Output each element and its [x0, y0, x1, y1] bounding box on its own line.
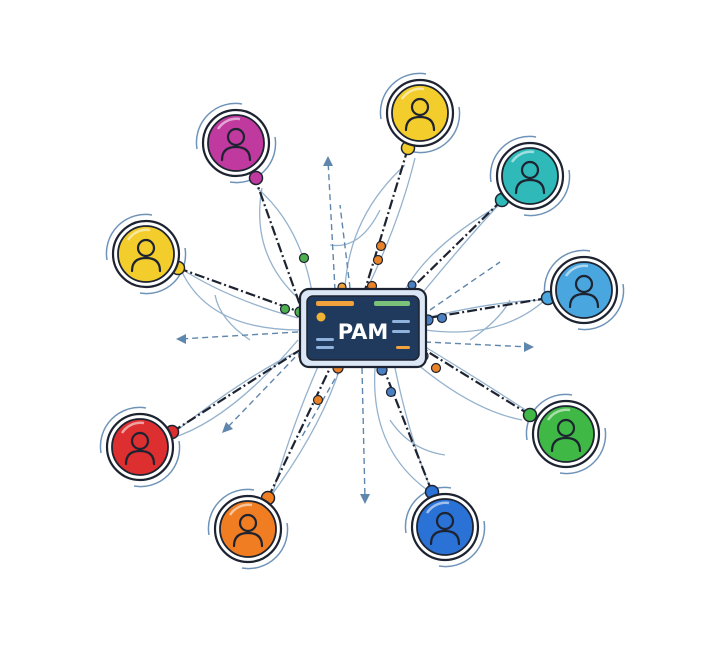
user-disc	[555, 261, 613, 319]
orbit-arc	[229, 136, 277, 184]
user-node-green	[522, 393, 607, 475]
user-disc	[501, 147, 559, 205]
arrow-down-icon	[360, 494, 370, 504]
arrow-downleft-icon	[222, 422, 233, 433]
disc-highlight	[216, 117, 241, 130]
disc-highlight	[400, 87, 425, 100]
orbit-arc	[133, 440, 181, 488]
orbit-arc	[413, 106, 461, 154]
users	[99, 72, 625, 570]
user-node-yellow-top	[379, 72, 461, 156]
radial-lines	[179, 159, 531, 501]
user-icon	[124, 431, 156, 466]
pam-hub: PAM	[298, 287, 428, 369]
user-knob	[522, 407, 538, 423]
hub-bar-blue-right	[392, 320, 410, 323]
orbit-arc	[207, 488, 255, 536]
user-disc	[111, 418, 169, 476]
user-disc	[416, 498, 474, 556]
arrow-left-icon	[176, 334, 186, 344]
user-disc	[391, 84, 449, 142]
hub-bar-blue-right2	[392, 330, 410, 333]
user-icon	[550, 418, 582, 453]
user-disc	[219, 500, 277, 558]
disc-highlight	[510, 150, 535, 163]
disc-highlight	[546, 408, 571, 421]
hub-bar-blue-left2	[316, 346, 334, 349]
user-node-teal	[489, 135, 571, 217]
orbit-arc	[577, 283, 625, 331]
disc-highlight	[120, 421, 145, 434]
user-disc	[537, 405, 595, 463]
user-icon	[568, 274, 600, 309]
user-node-orange	[207, 488, 289, 570]
user-disc	[207, 114, 265, 172]
user-knob	[248, 170, 264, 186]
orbit-arc	[105, 213, 153, 261]
user-node-magenta	[195, 102, 277, 186]
orbit-arc	[438, 520, 486, 568]
orbit-arc	[195, 102, 243, 150]
orbit-arc	[525, 393, 573, 441]
hub-bar-orange	[316, 301, 354, 306]
hub-led-icon	[316, 312, 326, 322]
user-icon	[220, 127, 252, 162]
hub-label: PAM	[338, 320, 389, 344]
orbit-arc	[559, 427, 607, 475]
user-disc	[117, 225, 175, 283]
orbit-arc	[523, 169, 571, 217]
hub-bar-blue-left	[316, 338, 334, 341]
orbit-arc	[379, 72, 427, 120]
orbit-arc	[99, 406, 147, 454]
arrowheads	[176, 156, 534, 504]
arrow-up-icon	[323, 156, 333, 166]
disc-highlight	[425, 501, 450, 514]
disc-highlight	[564, 264, 589, 277]
connectors	[171, 147, 549, 499]
disc-highlight	[228, 503, 253, 516]
user-icon	[429, 511, 461, 546]
hub-bar-orange-right	[396, 346, 410, 349]
orbit-arc	[139, 247, 187, 295]
user-node-blue	[404, 484, 486, 568]
user-node-yellow-left	[105, 213, 187, 295]
orbit-arc	[543, 249, 591, 297]
disc-highlight	[126, 228, 151, 241]
orbit-arc	[404, 486, 452, 534]
hub-bar-green	[374, 301, 410, 306]
user-icon	[232, 513, 264, 548]
user-icon	[130, 238, 162, 273]
user-node-sky-blue	[540, 249, 625, 331]
orbit-arc	[489, 135, 537, 183]
user-node-red	[99, 406, 181, 488]
user-icon	[514, 160, 546, 195]
orbit-arc	[241, 522, 289, 570]
user-icon	[404, 97, 436, 132]
arrow-right-icon	[524, 342, 534, 352]
